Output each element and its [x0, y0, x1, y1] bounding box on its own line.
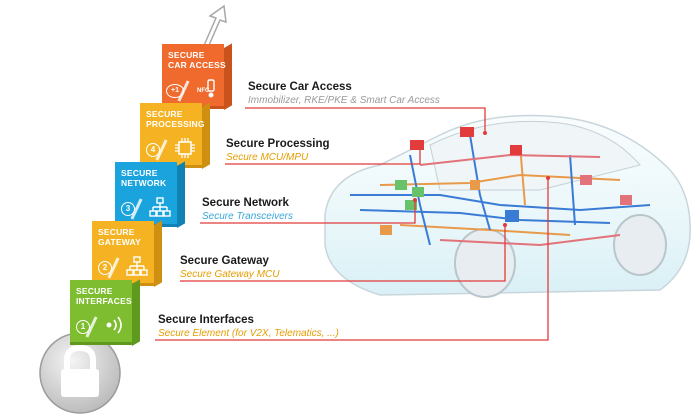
block-title-line1: SECURE — [98, 227, 135, 237]
label-subtitle-interfaces: Secure Element (for V2X, Telematics, ...… — [158, 328, 339, 339]
label-heading-gateway: Secure Gateway — [180, 255, 269, 267]
block-title-line2: INTERFACES — [76, 296, 132, 306]
label-heading-interfaces: Secure Interfaces — [158, 314, 254, 326]
block-title-line2: GATEWAY — [98, 237, 141, 247]
block-side-gateway — [154, 220, 162, 287]
label-heading-processing: Secure Processing — [226, 138, 330, 150]
label-subtitle-gateway: Secure Gateway MCU — [180, 269, 280, 280]
ecu-modules — [380, 127, 632, 235]
car-illustration — [324, 114, 691, 298]
rear-wheel — [613, 214, 667, 276]
block-title-line2: NETWORK — [121, 178, 167, 188]
key-fob-icon: NFC — [196, 78, 218, 100]
block-title-line1: SECURE — [76, 286, 113, 296]
chip-icon — [174, 137, 196, 159]
label-subtitle-processing: Secure MCU/MPU — [226, 152, 309, 163]
padlock-icon — [39, 332, 121, 414]
connector-network — [200, 200, 416, 224]
block-title-line2: PROCESSING — [146, 119, 205, 129]
block-side-interfaces — [132, 279, 140, 346]
connector-access — [245, 107, 486, 133]
network-icon — [149, 196, 171, 218]
block-title-line1: SECURE — [146, 109, 183, 119]
connector-interfaces — [155, 178, 549, 341]
label-heading-network: Secure Network — [202, 197, 289, 209]
connector-processing — [225, 148, 421, 165]
block-title-line1: SECURE — [168, 50, 205, 60]
label-subtitle-network: Secure Transceivers — [202, 211, 293, 222]
wireless-icon — [104, 314, 126, 336]
label-subtitle-access: Immobilizer, RKE/PKE & Smart Car Access — [248, 95, 440, 106]
block-side-network — [177, 161, 185, 228]
block-title-line2: CAR ACCESS — [168, 60, 226, 70]
label-heading-access: Secure Car Access — [248, 81, 352, 93]
block-title-line1: SECURE — [121, 168, 158, 178]
svg-text:NFC: NFC — [197, 88, 210, 94]
connector-gateway — [180, 225, 506, 282]
network-icon — [126, 255, 148, 277]
